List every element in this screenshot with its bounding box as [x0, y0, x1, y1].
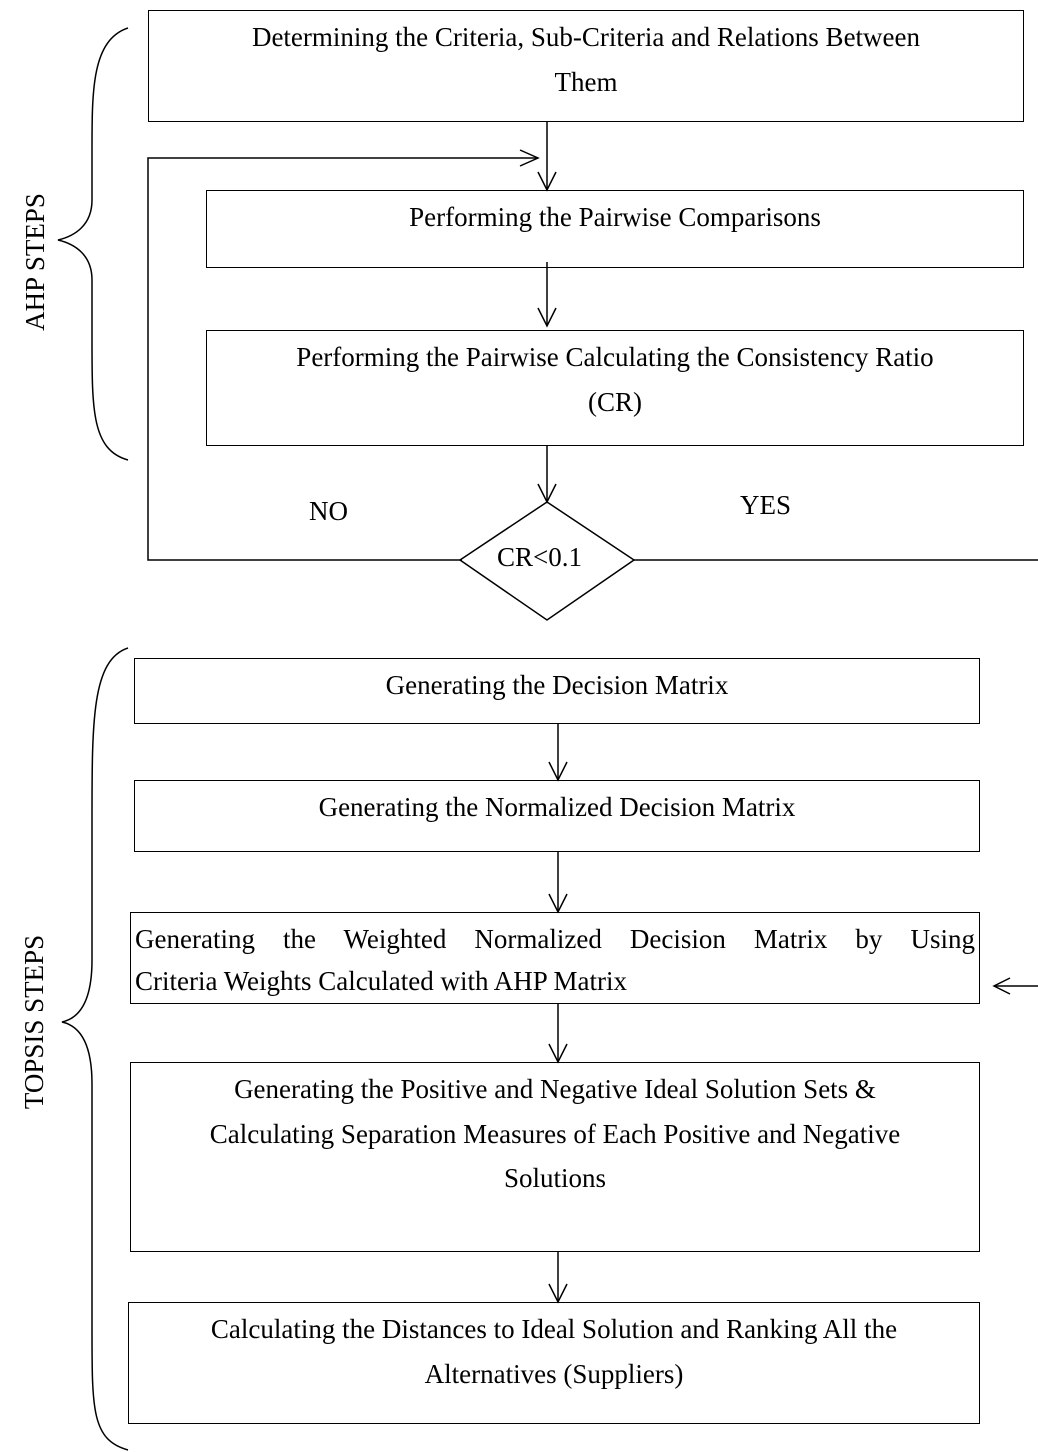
decision-condition: CR<0.1	[497, 542, 582, 572]
step-weighted-line2: Criteria Weights Calculated with AHP Mat…	[135, 965, 627, 996]
step-ideal-sets-line3: Solutions	[503, 1163, 607, 1194]
step-pairwise: Performing the Pairwise Comparisons	[206, 190, 1024, 268]
ahp-brace	[57, 27, 129, 461]
step-consistency-line2: (CR)	[588, 386, 642, 417]
decision-diamond	[458, 501, 636, 621]
step-criteria-line1: Determining the Criteria, Sub-Criteria a…	[251, 22, 921, 52]
step-decision-matrix-line1: Generating the Decision Matrix	[385, 670, 729, 700]
step-ranking: Calculating the Distances to Ideal Solut…	[128, 1302, 980, 1424]
step-normalized: Generating the Normalized Decision Matri…	[134, 780, 980, 852]
step-decision-matrix: Generating the Decision Matrix	[134, 658, 980, 724]
step-ranking-line2: Alternatives (Suppliers)	[424, 1358, 684, 1389]
step-criteria: Determining the Criteria, Sub-Criteria a…	[148, 10, 1024, 122]
step-weighted-line1: Generating the Weighted Normalized Decis…	[135, 924, 975, 954]
topsis-brace	[61, 647, 129, 1451]
step-criteria-line2: Them	[554, 66, 618, 97]
step-ideal-sets-line2: Calculating Separation Measures of Each …	[209, 1118, 901, 1149]
step-consistency: Performing the Pairwise Calculating the …	[206, 330, 1024, 446]
step-ideal-sets: Generating the Positive and Negative Ide…	[130, 1062, 980, 1252]
ahp-steps-label: AHP STEPS	[20, 193, 50, 331]
step-weighted: Generating the Weighted Normalized Decis…	[130, 912, 980, 1004]
step-pairwise-line1: Performing the Pairwise Comparisons	[409, 202, 821, 232]
step-consistency-line1: Performing the Pairwise Calculating the …	[296, 342, 934, 372]
decision-no-label: NO	[309, 496, 348, 526]
step-normalized-line1: Generating the Normalized Decision Matri…	[318, 792, 796, 822]
step-ranking-line1: Calculating the Distances to Ideal Solut…	[210, 1314, 898, 1344]
topsis-steps-label: TOPSIS STEPS	[19, 934, 49, 1110]
decision-yes-label: YES	[740, 490, 792, 520]
step-ideal-sets-line1: Generating the Positive and Negative Ide…	[234, 1074, 876, 1104]
no-feedback-line	[147, 157, 538, 561]
